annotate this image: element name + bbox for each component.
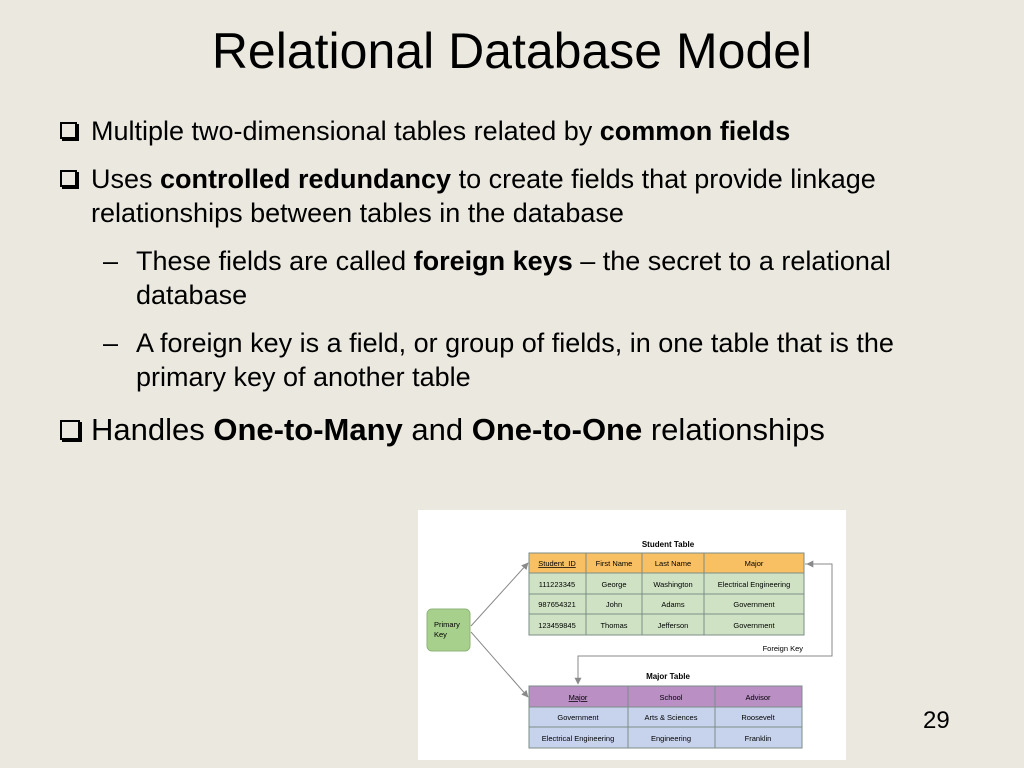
student-cell: Thomas — [600, 621, 627, 630]
major-cell: Government — [557, 713, 599, 722]
student-cell: Jefferson — [658, 621, 689, 630]
bullet-common-fields: Multiple two-dimensional tables related … — [58, 114, 988, 148]
bullet-text: Multiple two-dimensional tables related … — [91, 116, 600, 146]
student-cell: 111223345 — [539, 580, 575, 589]
bullet-bold-text: One-to-Many — [213, 412, 403, 447]
bullet-list: Multiple two-dimensional tables related … — [58, 114, 988, 464]
bullet-relationships: Handles One-to-Many and One-to-One relat… — [58, 410, 988, 450]
student-cell: George — [601, 580, 626, 589]
arrow-to-major — [470, 631, 529, 698]
student-cell: Washington — [653, 580, 692, 589]
bullet-text: Handles — [91, 412, 214, 447]
checkbox-bullet-icon — [60, 420, 80, 440]
bullet-bold-text: controlled redundancy — [160, 164, 452, 194]
major-cell: Roosevelt — [741, 713, 775, 722]
bullet-text: and — [402, 412, 472, 447]
major-cell: Franklin — [745, 734, 772, 743]
sub-bullet-text: A foreign key is a field, or group of fi… — [136, 328, 894, 392]
dash-bullet: – — [103, 246, 119, 276]
student-body — [528, 572, 805, 636]
slide-title: Relational Database Model — [211, 23, 813, 79]
dash-bullet: – — [103, 328, 119, 358]
student-cell: Electrical Engineering — [718, 580, 791, 589]
major-cell: Electrical Engineering — [542, 734, 615, 743]
student-table: Student_ID First Name Last Name Major 11… — [528, 552, 805, 636]
bullet-bold-text: common fields — [599, 116, 791, 146]
sub-bullet-text: These fields are called — [136, 246, 414, 276]
major-table-title: Major Table — [646, 672, 690, 681]
student-header-cell: First Name — [596, 559, 633, 568]
sub-bullet-text: – the secret to a relational database — [136, 246, 891, 310]
major-header-cell: Major — [569, 693, 588, 702]
student-cell: 123459845 — [538, 621, 576, 630]
student-table-title: Student Table — [642, 540, 695, 549]
student-header-cell: Student_ID — [538, 559, 576, 568]
sub-bullet-foreign-key-definition: – A foreign key is a field, or group of … — [58, 326, 988, 394]
bullet-controlled-redundancy: Uses controlled redundancy to create fie… — [58, 162, 988, 230]
student-cell: 987654321 — [538, 600, 576, 609]
bullet-text: to create fields that provide linkage re… — [91, 164, 876, 228]
major-header-cell: School — [660, 693, 683, 702]
student-cell: John — [606, 600, 622, 609]
student-header-cell: Major — [745, 559, 764, 568]
primary-key-label: Primary — [434, 620, 460, 629]
student-cell: Government — [733, 621, 775, 630]
student-header-cell: Last Name — [655, 559, 691, 568]
major-header-cell: Advisor — [745, 693, 771, 702]
primary-key-label: Key — [434, 630, 447, 639]
sub-bullet-foreign-keys: – These fields are called foreign keys –… — [58, 244, 988, 312]
major-table: Major School Advisor Government Arts & S… — [528, 685, 803, 749]
bullet-text: relationships — [642, 412, 825, 447]
page-number: 29 — [923, 707, 950, 734]
sub-bullet-bold-text: foreign keys — [413, 246, 573, 276]
foreign-key-label: Foreign Key — [763, 644, 804, 653]
checkbox-bullet-icon — [60, 122, 77, 139]
bullet-text: Uses — [91, 164, 161, 194]
relational-diagram: Student Table Student_ID First Name Last… — [418, 510, 846, 760]
major-cell: Engineering — [651, 734, 691, 743]
arrow-to-student-id — [470, 562, 529, 627]
primary-key-box: Primary Key — [426, 608, 471, 652]
major-cell: Arts & Sciences — [645, 713, 698, 722]
checkbox-bullet-icon — [60, 170, 77, 187]
student-cell: Adams — [661, 600, 685, 609]
student-cell: Government — [733, 600, 775, 609]
diagram-svg: Student Table Student_ID First Name Last… — [426, 540, 833, 749]
bullet-bold-text: One-to-One — [471, 412, 643, 447]
